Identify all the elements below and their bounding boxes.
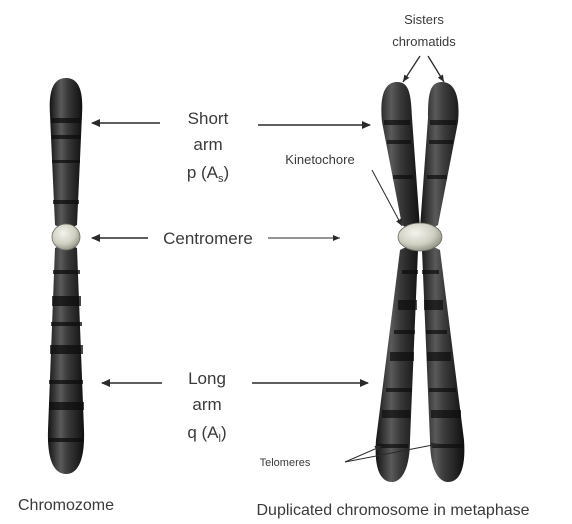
short-arm-label-line2: arm [193, 135, 222, 154]
duplicated-chromosome [376, 82, 465, 482]
long-arm-symbol: q (A [187, 423, 219, 442]
short-arm-label-line1: Short [188, 109, 229, 128]
caption-duplicated: Duplicated chromosome in metaphase [256, 502, 529, 519]
long-arm-close: ) [221, 423, 227, 442]
long-arm-label-line1: Long [188, 369, 226, 388]
short-arm-label-line3: p (As) [187, 163, 229, 185]
sisters-label-line2: chromatids [392, 34, 456, 49]
caption-chromosome: Chromozome [18, 497, 114, 514]
single-chromosome [48, 78, 84, 474]
duplicated-centromere-shape [398, 223, 442, 251]
sisters-label-line1: Sisters [404, 12, 444, 27]
sisters-arrow-right [428, 56, 444, 82]
centromere-label: Centromere [163, 229, 253, 248]
short-arm-symbol: p (A [187, 163, 219, 182]
kinetochore-label: Kinetochore [285, 152, 354, 167]
telomeres-label: Telomeres [260, 457, 311, 469]
long-arm-label-line2: arm [192, 395, 221, 414]
short-arm-shape [50, 78, 83, 229]
sisters-arrow-left [403, 56, 420, 82]
centromere-shape [52, 224, 80, 250]
long-arm-label-line3: q (Al) [187, 423, 226, 445]
short-arm-close: ) [224, 163, 230, 182]
